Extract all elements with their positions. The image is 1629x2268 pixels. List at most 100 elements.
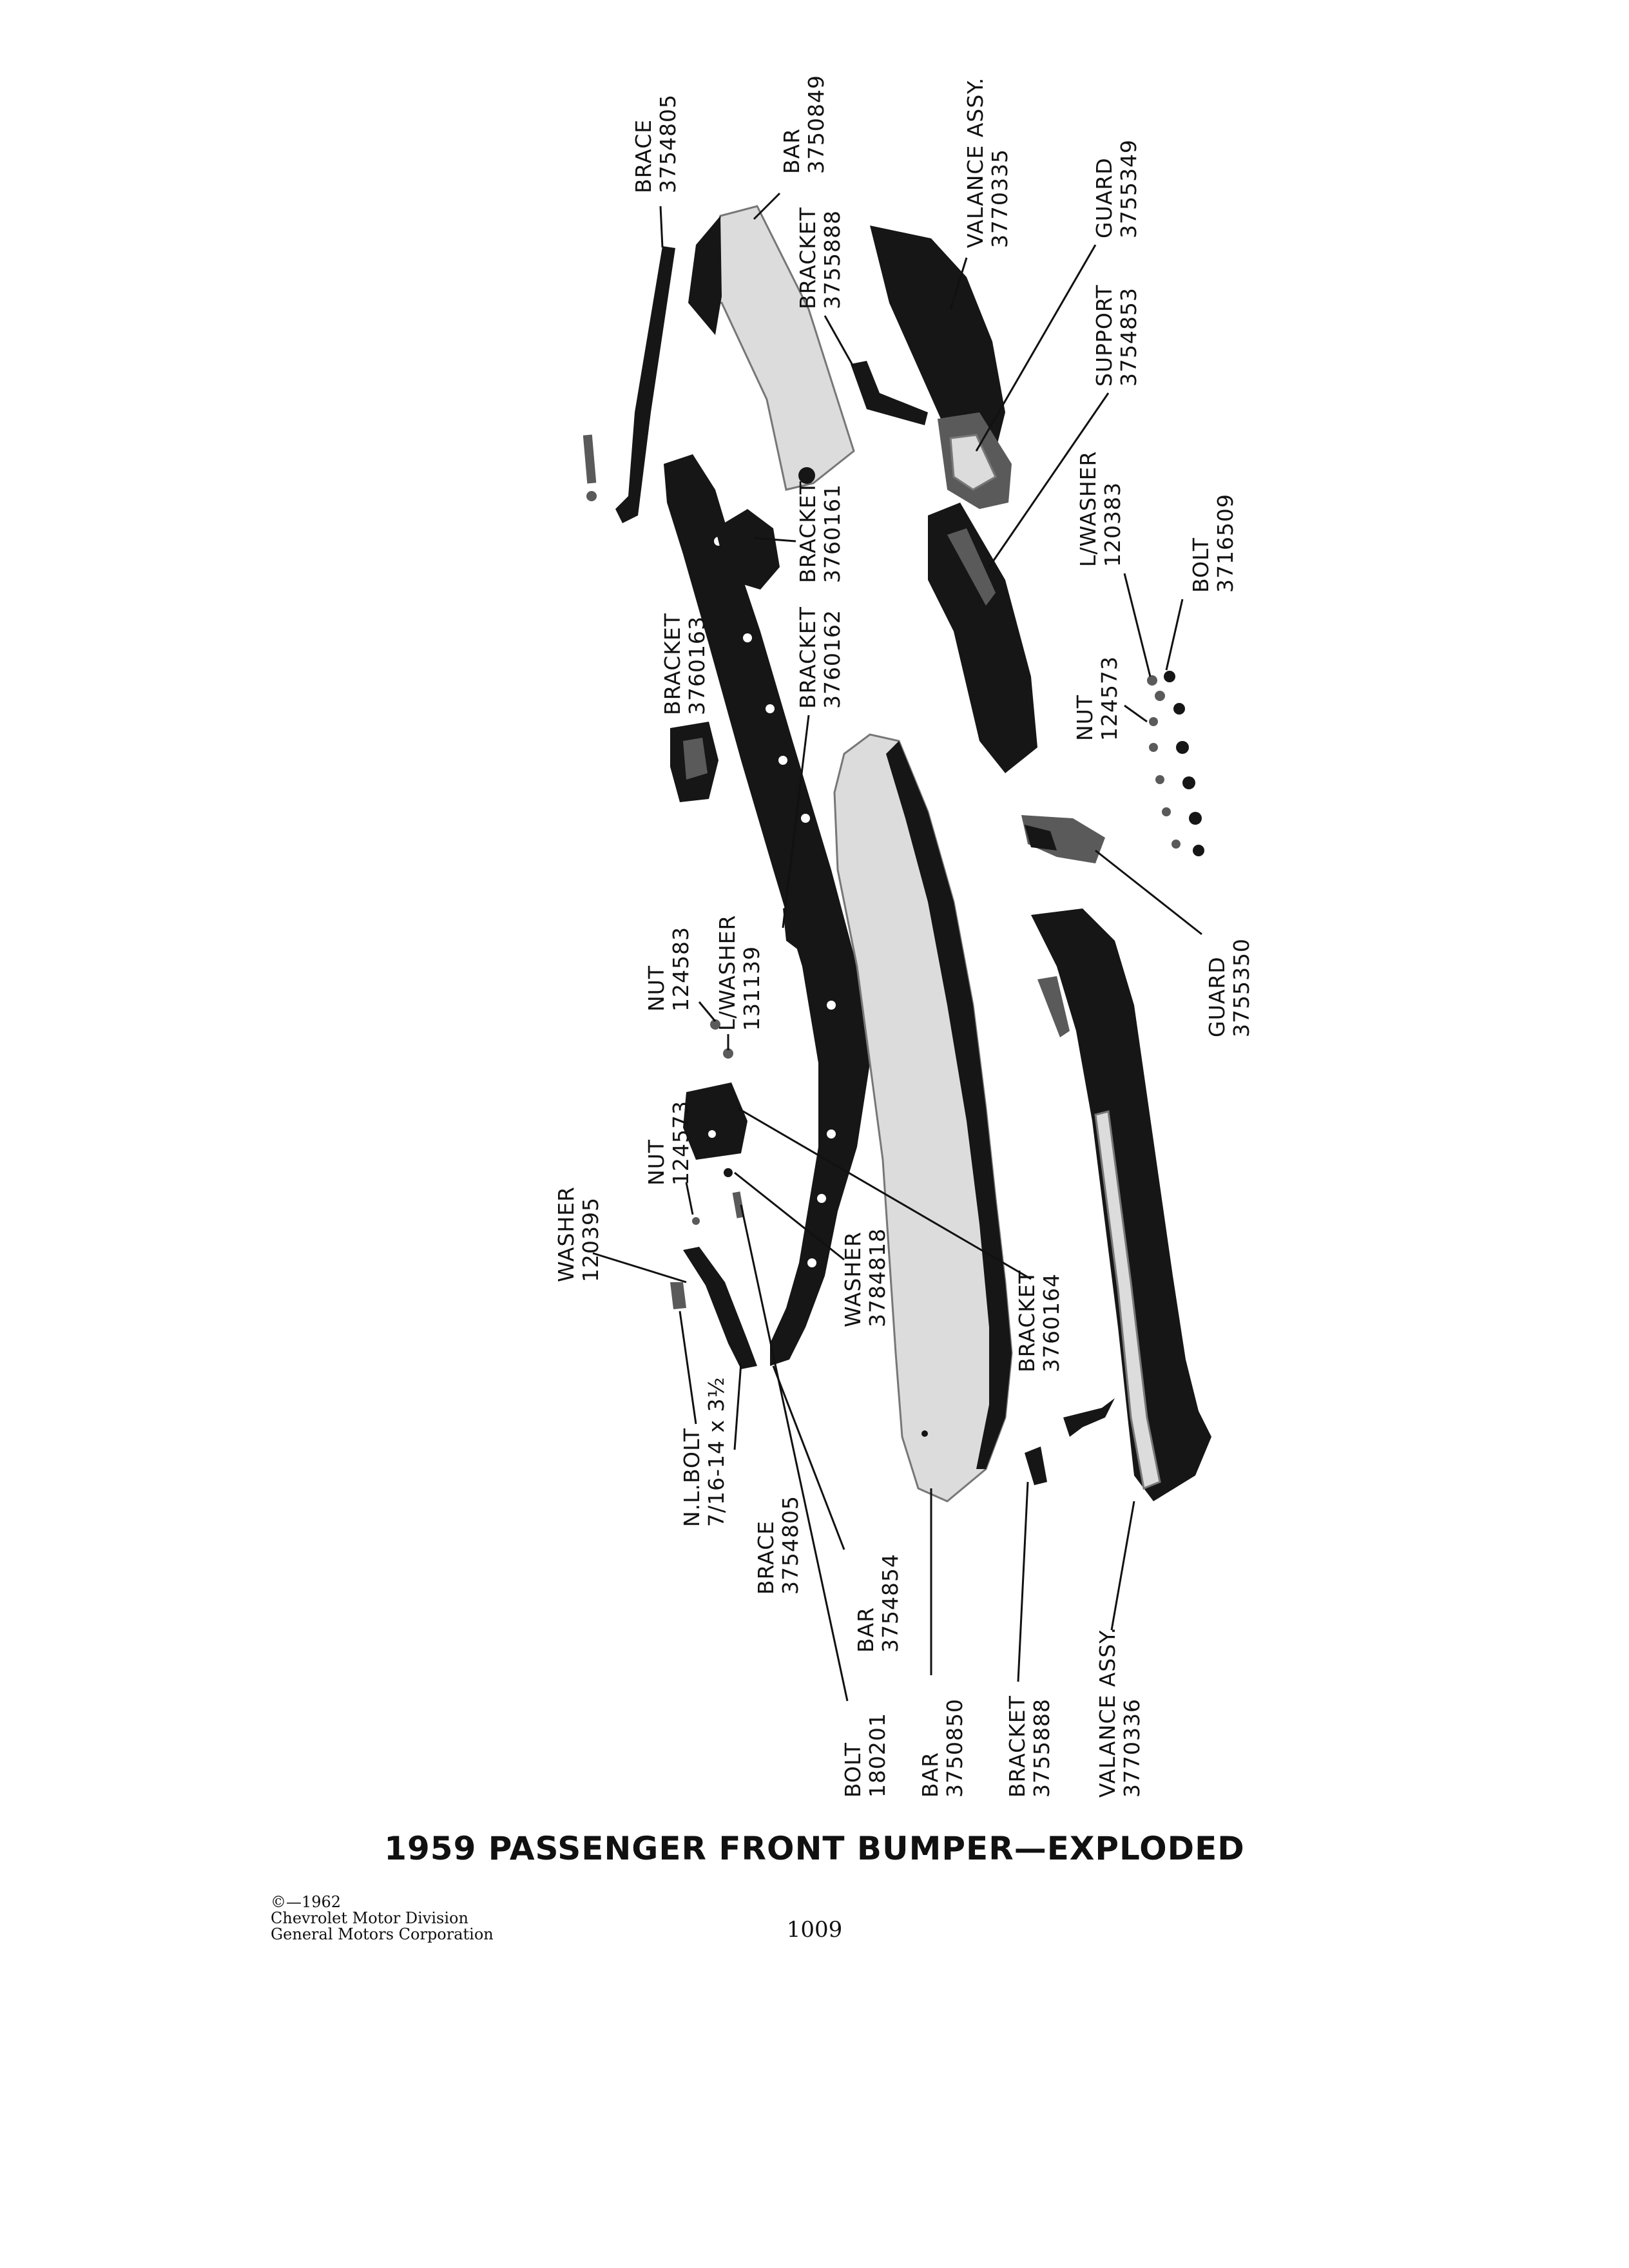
label-part-number: 3760161 [820,484,845,583]
label-part-number: 3784818 [865,1228,890,1327]
label-bracket-3760164: BRACKET 3760164 [1014,1270,1064,1372]
bracket-3755888-part-bottom [1025,1398,1115,1485]
label-bolt-3716509: BOLT 3716509 [1188,494,1238,593]
label-bar-3754854: BAR 3754854 [853,1553,903,1653]
label-name: BAR [918,1752,943,1798]
brace-part-top [583,246,675,523]
support-3754853-part [928,503,1037,773]
label-bolt-180201: BOLT 180201 [840,1713,890,1798]
label-valance-top: VALANCE ASSY. 3770335 [963,77,1012,248]
bar-3754854-part [664,454,870,1366]
brace-part-bottom [670,1247,757,1369]
label-part-number: 3750849 [804,75,829,174]
label-name: BOLT [1188,537,1213,593]
label-name: BAR [779,128,804,174]
label-brace-bottom: BRACE 3754805 [753,1495,803,1595]
label-washer-120395: WASHER 120395 [554,1186,603,1282]
bar-part-top [688,205,855,491]
label-part-number: 124573 [668,1100,693,1186]
label-part-number: 3754854 [878,1553,903,1653]
label-name: SUPPORT [1092,284,1117,387]
label-part-number: 120395 [578,1197,603,1282]
label-name: BRACKET [1014,1270,1039,1372]
label-name: GUARD [1092,157,1117,238]
label-brace-top: BRACE 3754805 [631,94,680,193]
label-name: NUT [644,1139,669,1186]
bracket-3760164-part [683,1082,747,1160]
label-part-number: 3770336 [1119,1698,1144,1798]
label-bar-top: BAR 3750849 [779,75,829,174]
copyright-block: ©—1962 Chevrolet Motor Division General … [271,1894,494,1943]
copyright-line: General Motors Corporation [271,1925,494,1943]
label-part-number: 3770335 [987,149,1012,248]
page-number: 1009 [786,1917,843,1943]
label-bracket-3755888-top: BRACKET 3755888 [795,207,845,309]
label-name: L/WASHER [1075,451,1101,567]
label-name: L/WASHER [715,915,740,1031]
label-part-number: 3754805 [655,94,680,193]
label-name: WASHER [554,1186,579,1282]
label-name: BRACKET [660,613,685,715]
label-name: WASHER [840,1231,865,1327]
label-part-number: 124583 [668,927,693,1012]
label-part-number: 3754805 [778,1495,803,1595]
label-bracket-3760163: BRACKET 3760163 [660,613,709,715]
bracket-3760163-part [670,722,718,802]
label-guard-3755349: GUARD 3755349 [1092,139,1141,238]
label-part-number: 3755888 [1029,1698,1054,1798]
label-guard-3755350: GUARD 3755350 [1204,938,1254,1037]
label-bracket-3755888-bottom: BRACKET 3755888 [1005,1695,1054,1798]
label-part-number: 3760163 [684,616,709,715]
label-nl-bolt: N.L.BOLT 7/16-14 x 3½ [679,1377,729,1528]
label-lwasher-120383: L/WASHER 120383 [1075,451,1125,567]
valance-part-bottom [1031,908,1211,1501]
label-nut-124573-right: NUT 124573 [1072,656,1122,741]
label-name: BRACE [753,1521,778,1595]
label-part-number: 3755350 [1229,938,1254,1037]
label-part-number: 3760162 [820,610,845,709]
label-part-number: 7/16-14 x 3½ [704,1377,729,1528]
label-name: BRACKET [795,606,820,709]
copyright-line: ©—1962 [271,1893,342,1911]
label-part-number: 124573 [1097,656,1122,741]
label-part-number: 180201 [865,1713,890,1798]
label-name: NUT [1072,695,1097,741]
label-name: NUT [644,965,669,1012]
label-nut-124583: NUT 124583 [644,927,693,1012]
hardware-cluster [1147,671,1204,856]
label-lwasher-131139: L/WASHER 131139 [715,915,764,1031]
label-part-number: 3754853 [1116,287,1141,387]
label-name: BRACKET [795,207,820,309]
label-name: VALANCE ASSY. [963,77,988,248]
label-nut-124573-left: NUT 124573 [644,1100,693,1186]
bracket-3755888-part-top [851,361,928,425]
leader-lines [592,192,1202,1702]
label-name: GUARD [1204,956,1229,1037]
label-bar-3750850: BAR 3750850 [918,1698,967,1798]
valance-part-top [870,226,1005,451]
label-support-3754853: SUPPORT 3754853 [1092,284,1141,387]
bar-3750850-part [833,733,1013,1503]
label-washer-3784818: WASHER 3784818 [840,1228,890,1327]
label-bracket-3760161: BRACKET 3760161 [795,481,845,583]
label-name: BOLT [840,1742,865,1798]
guard-3755349-part [938,412,1012,509]
label-name: BRACE [631,119,656,193]
label-valance-bottom: VALANCE ASSY. 3770336 [1095,1627,1144,1798]
copyright-line: Chevrolet Motor Division [271,1909,468,1927]
guard-3755350-part [1021,815,1105,863]
label-name: N.L.BOLT [679,1428,704,1527]
label-name: VALANCE ASSY. [1095,1627,1120,1798]
bracket-3760162-part [783,902,857,986]
label-part-number: 120383 [1100,482,1125,567]
label-part-number: 3755888 [820,210,845,309]
label-name: BAR [853,1607,878,1653]
diagram-title: 1959 PASSENGER FRONT BUMPER—EXPLODED [384,1830,1245,1867]
label-part-number: 3716509 [1213,494,1238,593]
label-part-number: 131139 [739,946,764,1031]
label-part-number: 3760164 [1039,1273,1064,1372]
label-name: BRACKET [1005,1695,1030,1798]
label-bracket-3760162: BRACKET 3760162 [795,606,845,709]
label-part-number: 3750850 [942,1698,967,1798]
